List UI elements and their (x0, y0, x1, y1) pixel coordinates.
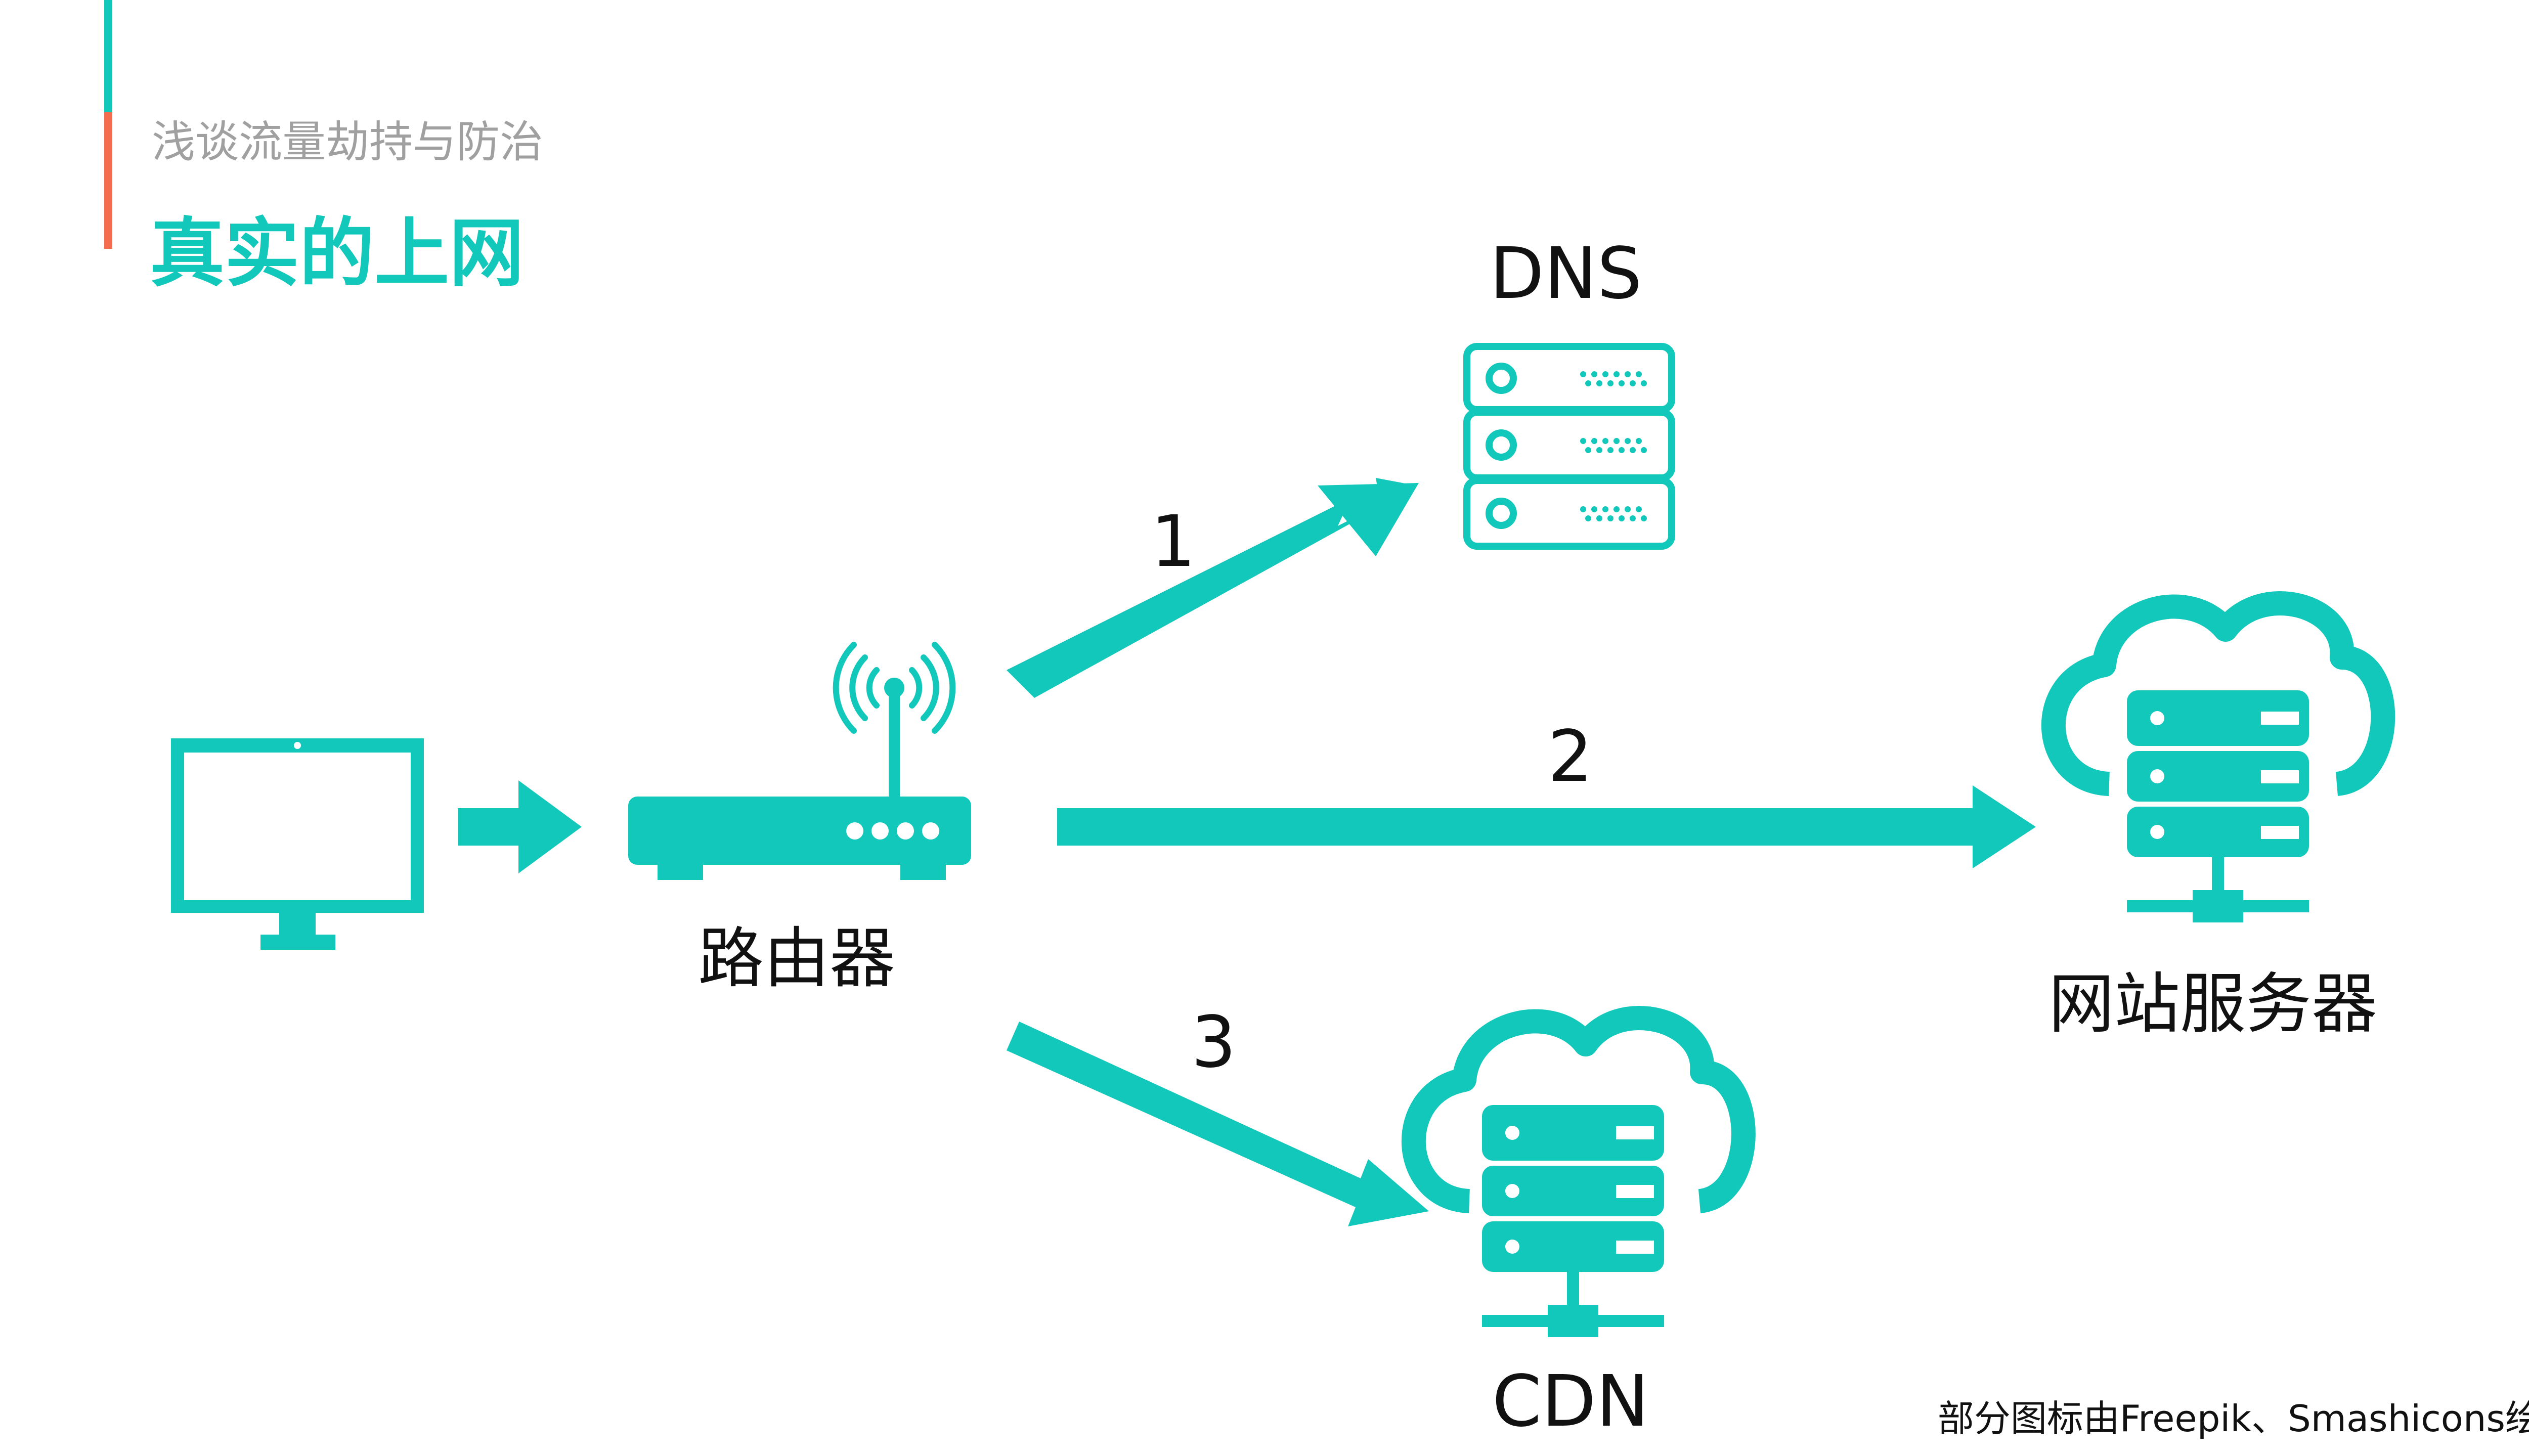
icon-credit: 部分图标由Freepik、Smashicons绘制 (1937, 1397, 2529, 1440)
cloud-server-icon (2041, 591, 2395, 922)
dns-server-icon (1463, 343, 1675, 550)
cdn-cloud-server-icon (1401, 1005, 1756, 1337)
computer-monitor-icon (171, 738, 424, 950)
slide-subtitle: 浅谈流量劫持与防治 (152, 117, 543, 167)
arrow-router-to-dns (1007, 478, 1416, 698)
router-label: 路由器 (698, 920, 896, 997)
arrow-monitor-to-router (458, 780, 582, 873)
arrow-router-to-cdn (1007, 1022, 1429, 1226)
accent-bar-top (104, 0, 112, 112)
website-server-label: 网站服务器 (2048, 965, 2378, 1042)
arrow-head-dns (1318, 483, 1419, 556)
arrow-router-to-server (1057, 785, 2036, 868)
cdn-label: CDN (1492, 1360, 1649, 1443)
slide-title: 真实的上网 (150, 210, 524, 297)
wifi-router-icon (628, 642, 971, 880)
dns-label: DNS (1490, 233, 1642, 315)
accent-bar-bottom (104, 112, 112, 249)
step-number-2: 2 (1548, 716, 1593, 798)
step-number-3: 3 (1191, 1001, 1237, 1084)
step-number-1: 1 (1151, 501, 1196, 583)
